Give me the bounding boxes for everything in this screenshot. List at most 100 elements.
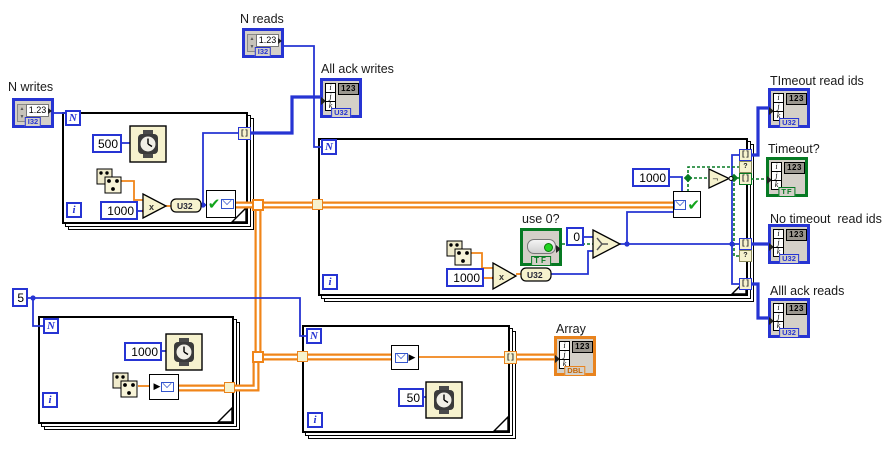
conditional-tunnel-question[interactable]: ? (739, 250, 752, 262)
u32-type-badge: U32 (779, 328, 799, 338)
to-u32-label: U32 (527, 270, 543, 280)
loop-iteration-terminal[interactable]: i (66, 202, 82, 218)
timeout-read-ids-label: TImeout read ids (770, 74, 864, 88)
channel-tunnel[interactable] (312, 199, 323, 210)
array-element-display: 123 (572, 341, 593, 353)
random-dice-icon[interactable] (96, 168, 472, 398)
indicator-no-timeout-read-ids[interactable]: i j k 123 U32 (768, 224, 810, 264)
conditional-index-tunnel[interactable]: [] (739, 149, 752, 161)
auto-index-tunnel[interactable]: [] (739, 173, 752, 185)
output-arrow-icon (278, 38, 282, 44)
input-arrow-icon (769, 243, 774, 251)
svg-text:¬: ¬ (712, 175, 719, 184)
array-element-display: 123 (784, 162, 805, 174)
all-ack-reads-label: Alll ack reads (770, 284, 845, 298)
channel-read-ack-node[interactable]: ✔ (673, 191, 701, 218)
play-arrow-icon: ▶ (153, 382, 161, 392)
loop-iteration-terminal[interactable]: i (322, 274, 338, 290)
i32-type-badge: I32 (24, 117, 42, 127)
auto-index-tunnel[interactable]: [] (238, 127, 251, 140)
output-arrow-icon (48, 108, 52, 114)
constant-wait-writes[interactable]: 500 (92, 134, 122, 153)
n-reads-value[interactable]: 1.23 (256, 34, 279, 47)
slide-switch-icon[interactable] (527, 239, 556, 254)
array-index-icon[interactable]: i j k (771, 162, 782, 190)
loop-count-terminal[interactable]: N (306, 328, 322, 344)
array-index-icon[interactable]: i j k (773, 303, 784, 331)
dbl-type-badge: DBL (564, 366, 586, 376)
indicator-timeout[interactable]: i j k 123 TF (766, 157, 808, 197)
svg-text:x: x (499, 272, 504, 282)
n-writes-value[interactable]: 1.23 (26, 104, 49, 117)
n-writes-label: N writes (8, 80, 54, 94)
loop-iteration-terminal[interactable]: i (307, 412, 323, 428)
integer-array-wires[interactable] (251, 95, 769, 320)
array-label: Array (556, 322, 586, 336)
loop-iteration-terminal[interactable]: i (42, 392, 58, 408)
array-element-display: 123 (786, 303, 807, 315)
channel-writer-node[interactable]: ▶ (149, 374, 179, 400)
auto-index-tunnel[interactable]: [] (504, 351, 517, 364)
channel-tunnel[interactable] (297, 351, 308, 362)
constant-read-timeout[interactable]: 1000 (632, 168, 670, 187)
checkmark-icon: ✔ (207, 195, 221, 213)
use-zero-switch[interactable]: TF (520, 228, 562, 266)
array-index-icon[interactable]: i j k (773, 229, 784, 257)
envelope-icon (394, 352, 408, 363)
i32-type-badge: I32 (254, 47, 272, 57)
array-index-icon[interactable]: i j k (559, 341, 570, 369)
channel-reader-node[interactable]: ▶ (391, 345, 419, 370)
channel-wire-junction (252, 199, 264, 211)
conditional-tunnel-question[interactable]: ? (739, 161, 752, 173)
constant-wait-bottom[interactable]: 1000 (124, 342, 162, 361)
conditional-index-tunnel[interactable]: [] (739, 238, 752, 250)
input-arrow-icon (769, 317, 774, 325)
envelope-icon (221, 199, 235, 209)
array-index-icon[interactable]: i j k (325, 83, 336, 111)
channel-tunnel[interactable] (224, 382, 235, 393)
u32-type-badge: U32 (779, 254, 799, 264)
n-reads-label: N reads (240, 12, 284, 26)
input-arrow-icon (769, 107, 774, 115)
constant-mult-reads[interactable]: 1000 (446, 268, 484, 287)
array-index-icon[interactable]: i j k (773, 93, 784, 121)
n-writes-control[interactable]: ▲▼ 1.23 I32 (12, 98, 54, 128)
svg-text:x: x (149, 202, 154, 212)
tf-type-badge: TF (778, 187, 796, 197)
u32-type-badge: U32 (779, 118, 799, 128)
no-timeout-read-ids-label: No timeout read ids (770, 212, 882, 226)
for-loop-bottom-reader[interactable] (302, 325, 510, 433)
channel-write-ack-node[interactable]: ✔ (206, 190, 236, 218)
not-function-icon[interactable]: ¬ (708, 167, 734, 190)
loop-count-terminal[interactable]: N (65, 110, 81, 126)
multiply-function-icon[interactable]: x x (142, 192, 518, 291)
constant-zero[interactable]: 0 (566, 227, 584, 246)
wait-ms-clock-icon[interactable] (129, 125, 463, 419)
indicator-timeout-read-ids[interactable]: i j k 123 U32 (768, 88, 810, 128)
u32-type-badge: U32 (331, 108, 351, 118)
constant-mult-writes[interactable]: 1000 (100, 201, 138, 220)
input-arrow-icon (767, 176, 772, 184)
use-zero-label: use 0? (522, 212, 560, 226)
channel-wires[interactable] (178, 201, 673, 392)
constant-wait-reads[interactable]: 50 (398, 388, 424, 407)
indicator-all-ack-writes[interactable]: i j k 123 U32 (320, 78, 362, 118)
play-arrow-icon: ▶ (408, 352, 416, 363)
select-function-icon[interactable] (592, 228, 622, 260)
loop-count-terminal[interactable]: N (321, 139, 337, 155)
input-arrow-icon (555, 355, 560, 363)
to-u32-bullet[interactable] (170, 198, 552, 282)
indicator-all-ack-reads[interactable]: i j k 123 U32 (768, 298, 810, 338)
output-arrow-icon (556, 245, 561, 253)
auto-index-tunnel[interactable]: [] (739, 278, 752, 290)
n-reads-control[interactable]: ▲▼ 1.23 I32 (242, 28, 284, 58)
constant-five[interactable]: 5 (12, 288, 28, 307)
wire-junction-dots (30, 173, 739, 301)
tf-type-badge: TF (531, 256, 551, 266)
channel-wire-junction (252, 351, 264, 363)
array-element-display: 123 (786, 229, 807, 241)
loop-count-terminal[interactable]: N (43, 318, 59, 334)
float-wires[interactable] (120, 180, 521, 387)
indicator-array[interactable]: i j k 123 DBL (554, 336, 596, 376)
